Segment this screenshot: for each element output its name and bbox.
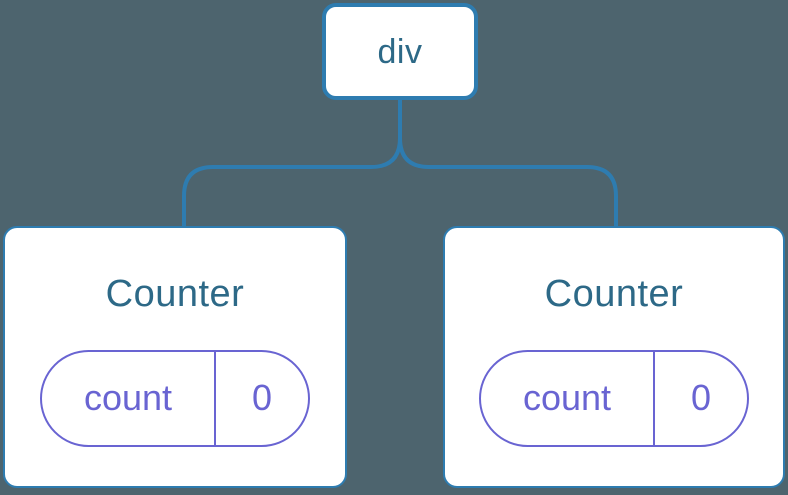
counter-card-2-state-pill: count 0 (479, 349, 749, 447)
state-key-cell: count (481, 351, 655, 445)
state-key-label: count (522, 377, 612, 419)
connector-right-branch (398, 98, 618, 228)
tree-node-div-label: div (377, 32, 423, 71)
counter-card-1: Counter count 0 (3, 226, 347, 488)
state-key-cell: count (42, 351, 216, 445)
counter-card-1-title: Counter (105, 273, 245, 315)
counter-card-2: Counter count 0 (443, 226, 785, 488)
state-value-cell: 0 (216, 352, 308, 445)
tree-node-div: div (322, 3, 478, 100)
connector-left-branch (182, 98, 402, 228)
counter-card-2-title: Counter (544, 273, 684, 315)
state-value-cell: 0 (655, 352, 747, 445)
state-value-label: 0 (251, 377, 273, 419)
state-key-label: count (83, 377, 173, 419)
counter-card-1-state-pill: count 0 (40, 349, 310, 447)
state-value-label: 0 (690, 377, 712, 419)
